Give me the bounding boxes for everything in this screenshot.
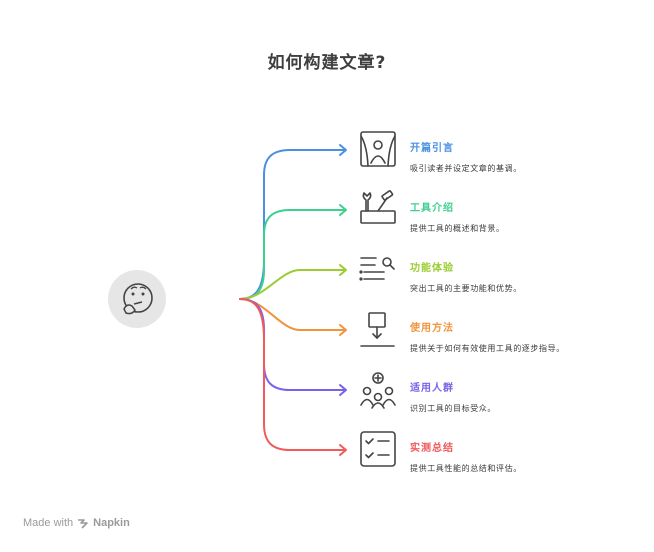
list-search-icon <box>359 257 395 281</box>
connector-2 <box>239 269 346 300</box>
item-label-1: 工具介绍 <box>410 203 454 214</box>
arrowhead-3 <box>339 324 347 336</box>
watermark-prefix: Made with <box>23 517 74 529</box>
connector-1 <box>239 209 346 300</box>
item-desc-2: 突出工具的主要功能和优势。 <box>410 284 522 293</box>
arrowhead-4 <box>339 384 347 396</box>
thinking-face-icon <box>108 270 166 328</box>
theater-curtain-icon <box>360 131 396 167</box>
item-desc-5: 提供工具性能的总结和评估。 <box>410 464 522 473</box>
arrowhead-0 <box>339 144 347 156</box>
napkin-logo-icon <box>78 518 88 529</box>
item-label-3: 使用方法 <box>410 323 454 334</box>
arrowhead-2 <box>339 264 347 276</box>
connector-4 <box>239 298 346 391</box>
watermark-brand: Napkin <box>93 517 130 529</box>
toolbox-icon <box>360 190 396 224</box>
item-label-0: 开篇引言 <box>410 143 454 154</box>
checklist-icon <box>360 431 396 467</box>
arrow-down-box-icon <box>360 312 395 347</box>
item-label-5: 实测总结 <box>410 443 454 454</box>
watermark: Made with Napkin <box>23 517 130 529</box>
item-desc-1: 提供工具的概述和背景。 <box>410 224 505 233</box>
arrowhead-5 <box>339 444 347 456</box>
connector-5 <box>239 298 346 451</box>
item-label-2: 功能体验 <box>410 263 454 274</box>
arrowhead-1 <box>339 204 347 216</box>
user-group-add-icon <box>360 372 396 409</box>
connector-0 <box>239 149 346 300</box>
item-desc-4: 识别工具的目标受众。 <box>410 404 496 413</box>
item-desc-0: 吸引读者并设定文章的基调。 <box>410 164 522 173</box>
item-desc-3: 提供关于如何有效使用工具的逐步指导。 <box>410 344 565 353</box>
diagram-title: 如何构建文章? <box>267 53 387 73</box>
item-label-4: 适用人群 <box>410 383 454 394</box>
